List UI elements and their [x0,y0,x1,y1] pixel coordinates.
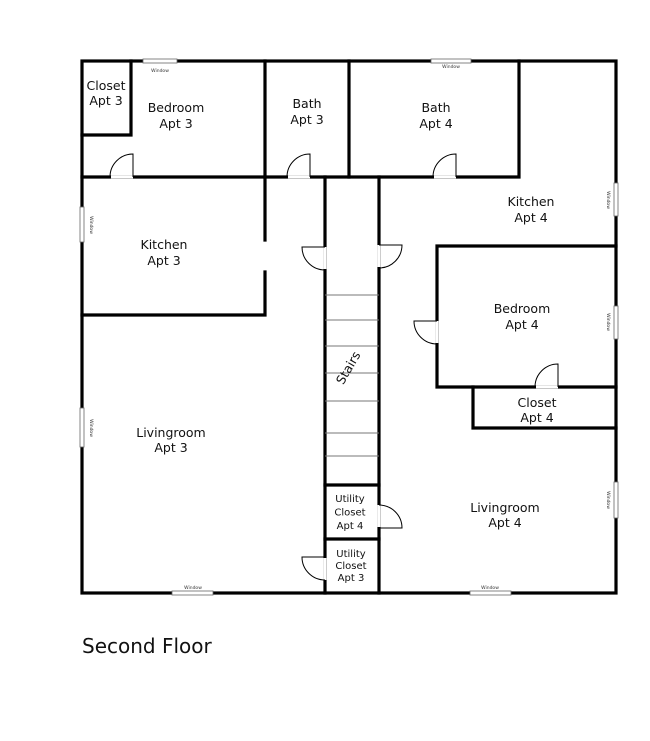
closet-apt3-wall [80,59,133,137]
window [79,407,85,448]
window-label: Window [481,585,499,591]
door-bath-apt4 [432,153,457,179]
stairs-label: Stairs [333,349,364,387]
door-utility-apt4 [377,504,403,529]
door-bedroom-apt3 [109,153,134,179]
window-label: Window [88,216,94,234]
window-label: Window [605,313,611,331]
door-closet-apt4 [534,363,559,389]
window-label: Window [151,68,169,74]
stair-steps [325,294,379,457]
window-label: Window [442,64,460,70]
bedroom-apt4-wall [435,244,618,389]
window [613,305,619,340]
door-stairs-apt3 [301,246,327,271]
closet-apt4-wall [471,385,618,430]
door-bedroom-apt4-side [413,320,439,345]
kitchen-apt3-wall [80,175,267,317]
window [613,481,619,519]
door-stairs-apt4 [377,244,403,269]
window-label: Window [605,491,611,509]
window-label: Window [605,191,611,209]
door-utility-apt3 [301,556,327,581]
window-label: Window [88,419,94,437]
window [613,182,619,217]
window [469,590,512,596]
window-label: Window [184,585,202,591]
window [142,58,178,64]
floor-title: Second Floor [82,634,212,658]
doors [109,153,559,581]
window [430,58,472,64]
windows [79,58,619,596]
utility-walls [323,483,381,541]
window [79,206,85,243]
door-bath-apt3 [286,153,311,179]
window [171,590,214,596]
bath-apt4-wall [80,59,521,179]
window-labels: Window Window Window Window Window Windo… [88,64,611,591]
